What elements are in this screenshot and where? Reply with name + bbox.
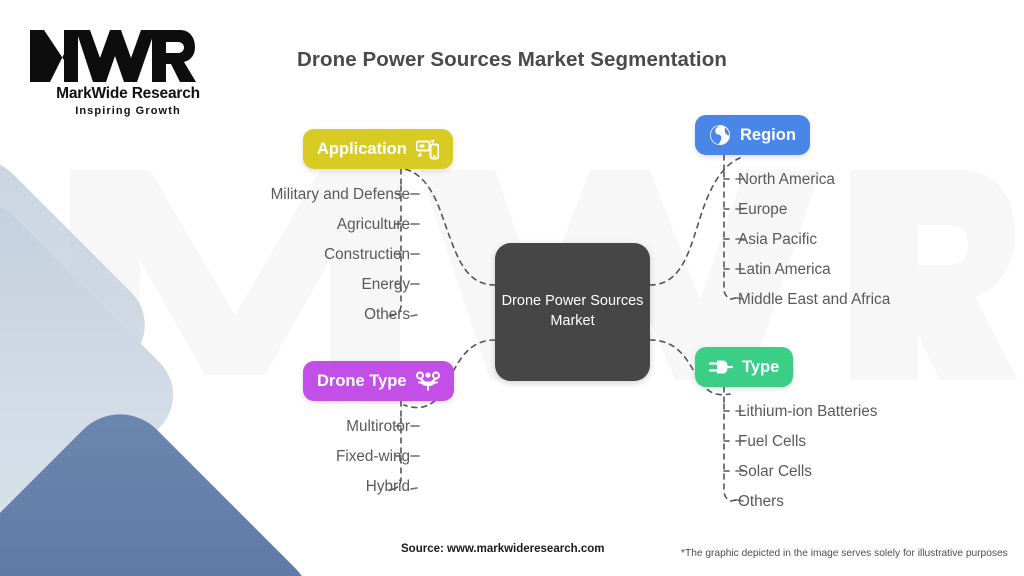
list-item: Others xyxy=(738,493,784,510)
connector-center-region xyxy=(649,157,741,286)
power-plug-icon xyxy=(709,357,733,377)
branch-badge-drone-type[interactable]: Drone Type xyxy=(303,361,454,401)
list-item: Middle East and Africa xyxy=(738,291,891,308)
branch-items-region: North America Europe Asia Pacific Latin … xyxy=(738,165,1018,315)
list-item: Agriculture xyxy=(336,216,410,233)
list-item: Others xyxy=(364,306,410,323)
devices-icon xyxy=(415,139,439,160)
mwr-logo-icon xyxy=(30,30,196,82)
branch-label-application: Application xyxy=(317,139,407,158)
branch-label-type: Type xyxy=(742,357,780,376)
branch-badge-region[interactable]: Region xyxy=(695,115,810,155)
list-item: Fixed-wing xyxy=(336,448,410,465)
branch-badge-type[interactable]: Type xyxy=(695,347,794,387)
list-item: Fuel Cells xyxy=(738,433,807,450)
quadcopter-icon xyxy=(415,371,440,391)
connector-region-spine xyxy=(723,171,732,300)
center-node-label: Drone Power Sources Market xyxy=(501,293,644,329)
connector-type-spine xyxy=(723,403,732,502)
disclaimer-label: *The graphic depicted in the image serve… xyxy=(681,548,1008,559)
list-item: Hybrid xyxy=(365,478,410,495)
list-item: Construction xyxy=(324,246,410,263)
branch-items-type: Lithium-ion Batteries Fuel Cells Solar C… xyxy=(738,397,1018,517)
list-item: Solar Cells xyxy=(738,463,812,480)
logo-company-name: MarkWide Research xyxy=(56,85,200,102)
list-item: Latin America xyxy=(738,261,831,278)
connector-center-application xyxy=(403,168,496,286)
globe-icon xyxy=(709,124,731,146)
list-item: Asia Pacific xyxy=(738,231,818,248)
list-item: Lithium-ion Batteries xyxy=(738,403,878,420)
branch-label-drone-type: Drone Type xyxy=(317,371,407,390)
branch-items-drone-type: Multirotor Fixed-wing Hybrid xyxy=(120,412,410,502)
branch-items-application: Military and Defense Agriculture Constru… xyxy=(60,180,410,330)
source-label: Source: www.markwideresearch.com xyxy=(401,543,605,555)
branch-badge-application[interactable]: Application xyxy=(303,129,453,169)
list-item: Europe xyxy=(738,201,788,218)
list-item: North America xyxy=(738,171,835,188)
list-item: Multirotor xyxy=(346,418,410,435)
logo-tagline: Inspiring Growth xyxy=(75,105,181,117)
brand-logo: MarkWide Research Inspiring Growth xyxy=(28,26,228,117)
branch-label-region: Region xyxy=(740,125,796,144)
page-title: Drone Power Sources Market Segmentation xyxy=(297,48,727,71)
list-item: Energy xyxy=(361,276,410,293)
list-item: Military and Defense xyxy=(270,186,410,203)
center-node: Drone Power Sources Market xyxy=(495,243,650,381)
